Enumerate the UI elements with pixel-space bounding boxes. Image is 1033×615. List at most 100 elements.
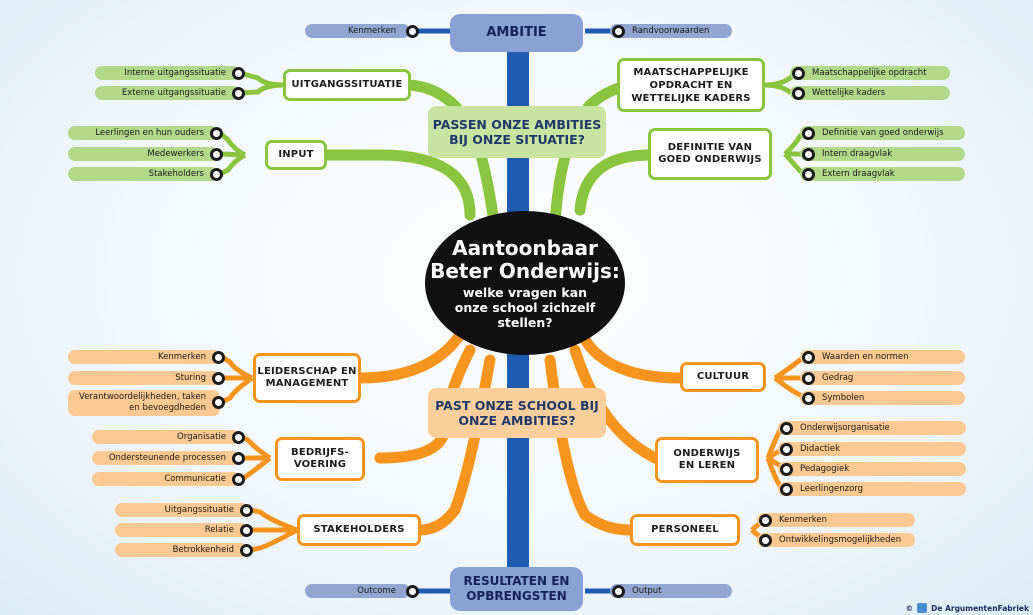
resultaten-left-dot xyxy=(406,585,419,598)
ambitie-left-pill: Kenmerken xyxy=(305,24,410,38)
leaf-dot xyxy=(759,514,772,527)
leaf-pill: Wettelijke kaders xyxy=(790,86,950,100)
leaf-label: Relatie xyxy=(204,525,234,535)
leaf-label: Waarden en normen xyxy=(822,352,909,362)
leaf-pill: Communicatie xyxy=(92,472,240,486)
leaf-dot xyxy=(792,87,805,100)
leaf-label: Leerlingen en hun ouders xyxy=(95,128,204,138)
leaf-dot xyxy=(240,524,253,537)
leaf-pill: Maatschappelijke opdracht xyxy=(790,66,950,80)
leaf-label: Gedrag xyxy=(822,373,854,383)
leaf-label: Wettelijke kaders xyxy=(812,88,886,98)
resultaten-label: RESULTATEN EN OPBRENGSTEN xyxy=(463,574,570,603)
leaf-dot xyxy=(232,67,245,80)
leaf-pill: Verantwoordelijkheden, taken en bevoegdh… xyxy=(68,390,220,416)
leaf-pill: Sturing xyxy=(68,371,220,385)
topic-leiderschap: LEIDERSCHAP EN MANAGEMENT xyxy=(253,353,361,403)
leaf-dot xyxy=(780,443,793,456)
green-leaf-links xyxy=(218,70,808,177)
resultaten-right-dot xyxy=(612,585,625,598)
leaf-dot xyxy=(802,148,815,161)
argumentenfabriek-logo-icon xyxy=(917,603,928,613)
leaf-dot xyxy=(240,544,253,557)
resultaten-box: RESULTATEN EN OPBRENGSTEN xyxy=(450,567,583,611)
ambitie-left-label: Kenmerken xyxy=(347,26,396,36)
leaf-dot xyxy=(210,148,223,161)
leaf-label: Uitgangssituatie xyxy=(164,505,234,515)
branch-leiderschap xyxy=(344,329,466,384)
leaf-pill: Ontwikkelingsmogelijkheden xyxy=(757,533,915,547)
leaf-pill: Definitie van goed onderwijs xyxy=(800,126,965,140)
leaf-dot xyxy=(780,422,793,435)
leaf-label: Medewerkers xyxy=(147,149,204,159)
topic-cultuur: CULTUUR xyxy=(680,362,766,392)
topic-onderwijs-label: ONDERWIJS EN LEREN xyxy=(673,448,741,471)
branch-input xyxy=(314,149,476,221)
center-line1: Aantoonbaar xyxy=(452,235,598,260)
leaf-dot xyxy=(232,452,245,465)
center-circle: Aantoonbaar Beter Onderwijs: welke vrage… xyxy=(425,211,625,355)
topic-maatschappelijk: MAATSCHAPPELIJKE OPDRACHT EN WETTELIJKE … xyxy=(617,58,765,112)
leaf-pill: Externe uitgangssituatie xyxy=(95,86,240,100)
leaf-label: Organisatie xyxy=(177,432,226,442)
topic-input: INPUT xyxy=(265,140,327,170)
leaf-pill: Symbolen xyxy=(800,391,965,405)
leaf-dot xyxy=(792,67,805,80)
leaf-pill: Leerlingenzorg xyxy=(778,482,966,496)
leaf-pill: Waarden en normen xyxy=(800,350,965,364)
topic-personeel: PERSONEEL xyxy=(630,514,740,546)
leaf-label: Betrokkenheid xyxy=(172,545,234,555)
question-bottom-label: PAST ONZE SCHOOL BIJ ONZE AMBITIES? xyxy=(435,398,599,428)
leaf-label: Verantwoordelijkheden, taken en bevoegdh… xyxy=(79,392,206,413)
topic-definitie: DEFINITIE VAN GOED ONDERWIJS xyxy=(648,128,772,180)
leaf-dot xyxy=(802,127,815,140)
center-line2: Beter Onderwijs: xyxy=(430,258,620,283)
leaf-pill: Stakeholders xyxy=(68,167,218,181)
orange-leaf-links xyxy=(220,354,808,553)
leaf-label: Pedagogiek xyxy=(800,464,850,474)
ambitie-right-pill: Randvoorwaarden xyxy=(610,24,732,38)
leaf-pill: Extern draagvlak xyxy=(800,167,965,181)
resultaten-right-label: Output xyxy=(632,586,662,596)
leaf-pill: Betrokkenheid xyxy=(115,543,248,557)
leaf-dot xyxy=(210,127,223,140)
copyright-name: De ArgumentenFabriek xyxy=(931,603,1029,613)
leaf-pill: Intern draagvlak xyxy=(800,147,965,161)
leaf-dot xyxy=(802,168,815,181)
leaf-dot xyxy=(240,504,253,517)
leaf-label: Onderwijsorganisatie xyxy=(800,423,890,433)
leaf-dot xyxy=(232,431,245,444)
topic-bedrijfsvoering-label: BEDRIJFS-VOERING xyxy=(291,447,349,470)
leaf-dot xyxy=(232,87,245,100)
question-top-label: PASSEN ONZE AMBITIES BIJ ONZE SITUATIE? xyxy=(432,117,602,147)
leaf-label: Stakeholders xyxy=(148,169,204,179)
question-top: PASSEN ONZE AMBITIES BIJ ONZE SITUATIE? xyxy=(428,106,606,158)
leaf-label: Kenmerken xyxy=(779,515,828,525)
leaf-dot xyxy=(759,534,772,547)
resultaten-left-pill: Outcome xyxy=(305,584,410,598)
resultaten-right-pill: Output xyxy=(610,584,732,598)
leaf-pill: Onderwijsorganisatie xyxy=(778,421,966,435)
topic-bedrijfsvoering: BEDRIJFS-VOERING xyxy=(275,437,365,481)
copyright-symbol: © xyxy=(905,603,914,613)
topic-leiderschap-label: LEIDERSCHAP EN MANAGEMENT xyxy=(257,366,357,389)
leaf-label: Didactiek xyxy=(800,444,841,454)
leaf-pill: Interne uitgangssituatie xyxy=(95,66,240,80)
leaf-dot xyxy=(212,351,225,364)
leaf-label: Extern draagvlak xyxy=(822,169,895,179)
leaf-label: Kenmerken xyxy=(157,352,206,362)
leaf-dot xyxy=(802,372,815,385)
leaf-dot xyxy=(212,372,225,385)
leaf-label: Interne uitgangssituatie xyxy=(124,68,226,78)
leaf-pill: Organisatie xyxy=(92,430,240,444)
topic-definitie-label: DEFINITIE VAN GOED ONDERWIJS xyxy=(658,142,762,165)
leaf-label: Externe uitgangssituatie xyxy=(121,88,226,98)
leaf-dot xyxy=(780,463,793,476)
leaf-dot xyxy=(212,396,225,409)
leaf-pill: Medewerkers xyxy=(68,147,218,161)
topic-onderwijs: ONDERWIJS EN LEREN xyxy=(655,437,759,483)
leaf-label: Maatschappelijke opdracht xyxy=(812,68,927,78)
topic-stakeholders-label: STAKEHOLDERS xyxy=(313,524,405,535)
leaf-label: Ontwikkelingsmogelijkheden xyxy=(779,535,902,545)
copyright: © De ArgumentenFabriek xyxy=(906,603,1029,613)
